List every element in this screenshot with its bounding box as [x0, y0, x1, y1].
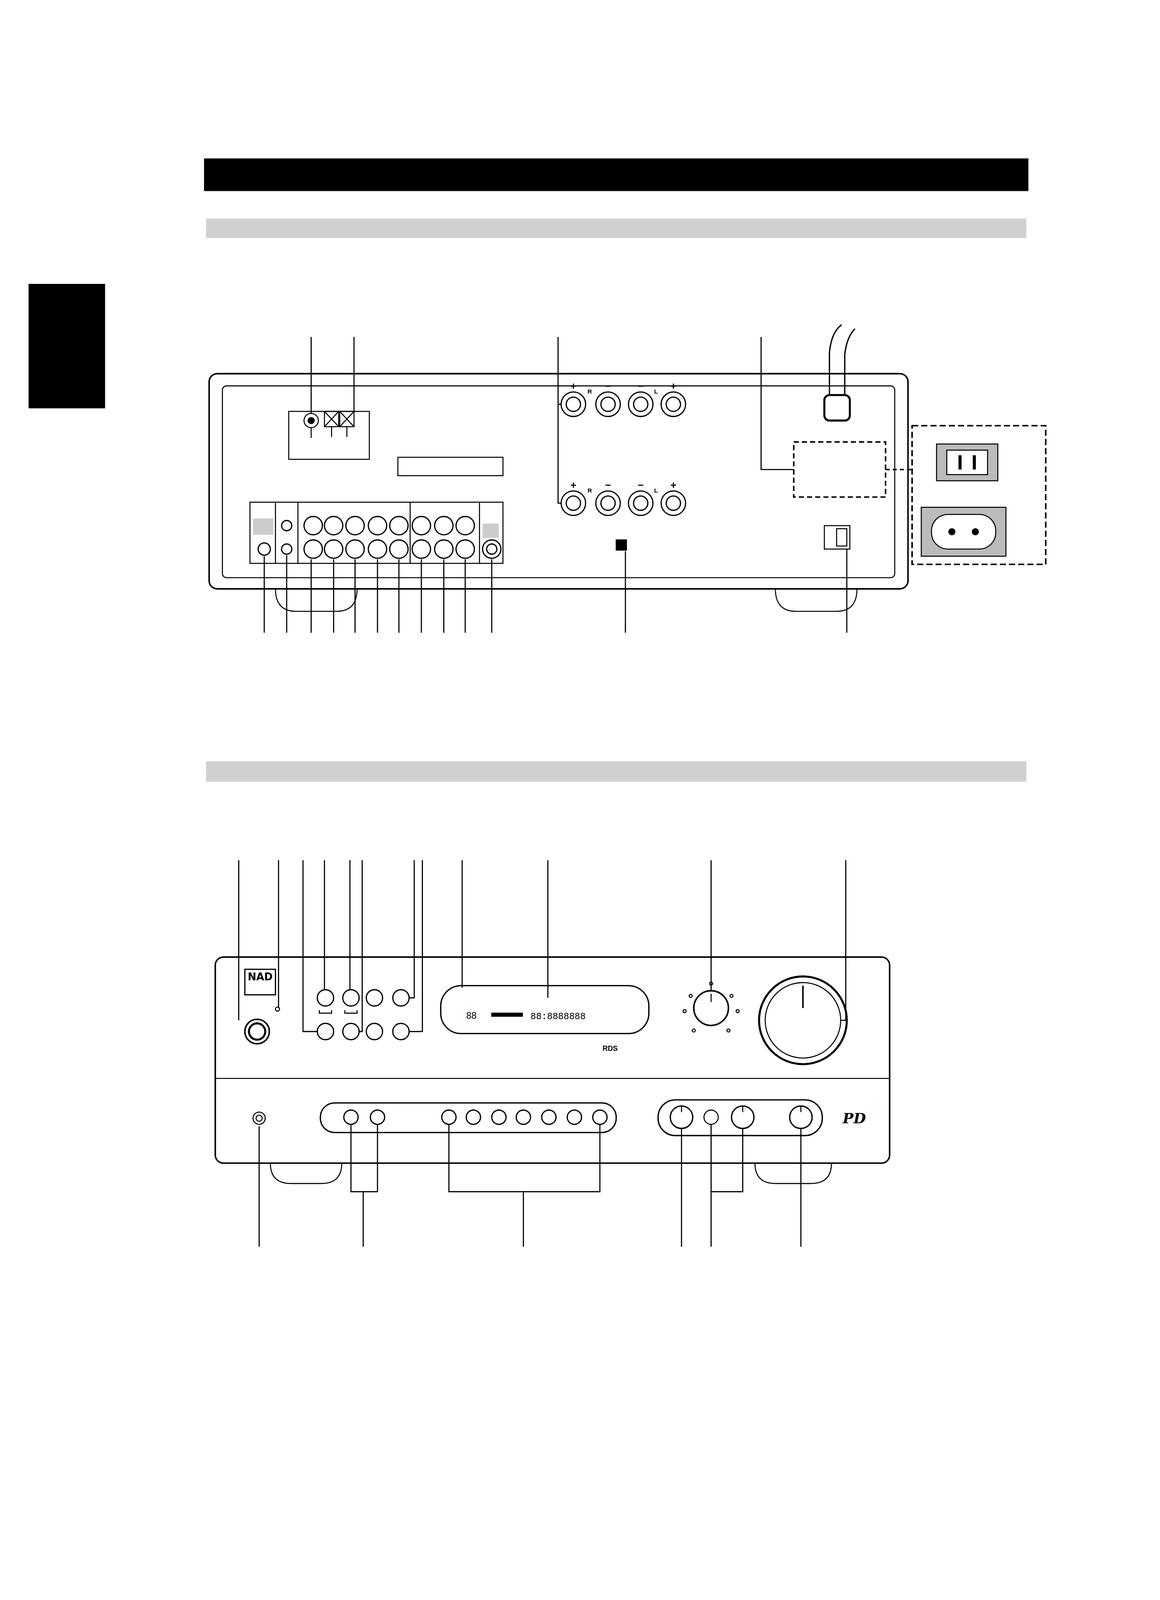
display-digits: 88 [466, 1011, 477, 1021]
polarity-sign: − [637, 381, 644, 392]
polarity-sign: + [670, 381, 677, 392]
polarity-sign: − [605, 480, 612, 491]
svg-text:88:8888888: 88:8888888 [530, 1011, 586, 1023]
polarity-sign: − [637, 480, 644, 491]
polarity-sign: + [570, 480, 577, 491]
terminal-label: R [587, 388, 592, 395]
rds-logo: RDS [602, 1045, 618, 1053]
svg-text:PD: PD [842, 1110, 866, 1128]
polarity-sign: + [570, 381, 577, 392]
terminal-label: L [654, 487, 658, 494]
brand-logo: NAD [247, 972, 273, 983]
polarity-sign: − [605, 381, 612, 392]
terminal-label: L [654, 388, 658, 395]
terminal-label: R [587, 487, 592, 494]
polarity-sign: + [670, 480, 677, 491]
